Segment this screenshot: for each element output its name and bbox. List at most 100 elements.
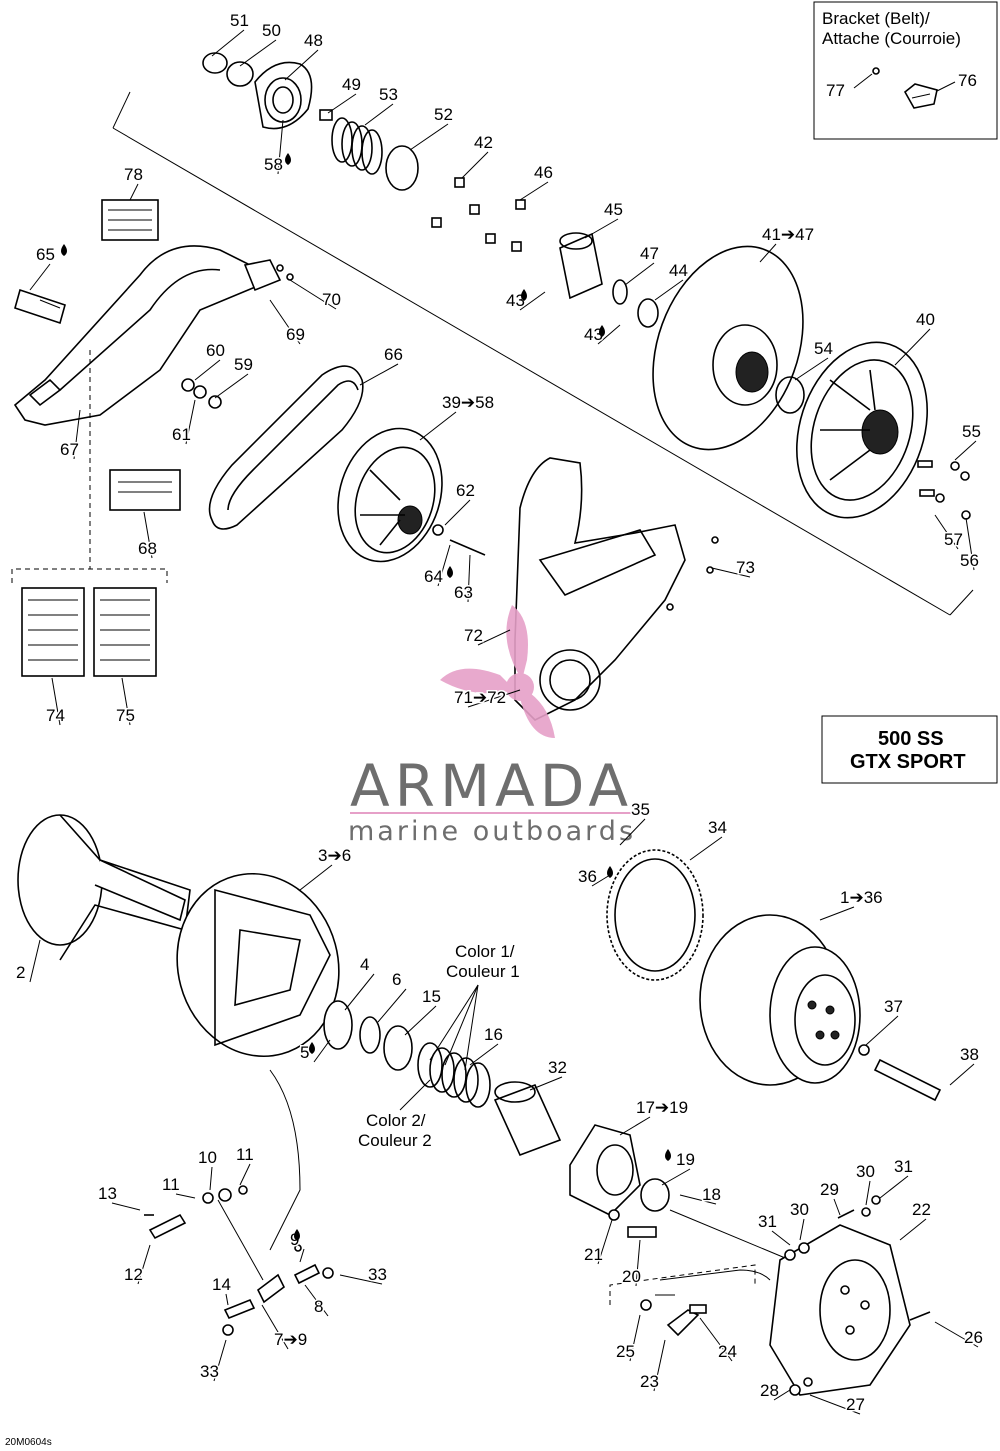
part-label: 58: [264, 155, 283, 174]
part-label: 36: [578, 867, 597, 886]
part-label: 75: [116, 706, 135, 725]
part-label: 54: [814, 339, 833, 358]
part-50: [226, 61, 254, 87]
oil-drop-icon: [447, 566, 453, 578]
bracket-inset: Bracket (Belt)/ Attache (Courroie) 77 76: [813, 1, 998, 140]
part-label: 57: [944, 530, 963, 549]
part-label: 73: [736, 558, 755, 577]
part-label: 12: [124, 1265, 143, 1284]
leader-line: [949, 1063, 975, 1086]
leader-line: [327, 93, 357, 114]
part-label: 52: [434, 105, 453, 124]
part-label: 28: [760, 1381, 779, 1400]
part-label: 74: [46, 706, 65, 725]
leader-line: [894, 328, 931, 366]
oil-drop-icon: [665, 1149, 671, 1161]
model-line-2: GTX SPORT: [850, 751, 966, 773]
part-label: 32: [548, 1058, 567, 1077]
part-38-bolt: [873, 1058, 942, 1102]
part-label: 41➔47: [762, 225, 814, 244]
part-66-belt: [208, 365, 364, 530]
leader-line: [444, 499, 471, 526]
oil-drop-icons: [61, 153, 671, 1241]
part-label: 24: [718, 1342, 737, 1361]
leader-line: [773, 1389, 791, 1401]
leader-line: [653, 1339, 666, 1392]
part-label: 17➔19: [636, 1098, 688, 1117]
leader-line: [51, 677, 61, 726]
part-label: 25: [616, 1342, 635, 1361]
part-label: 15: [422, 987, 441, 1006]
part-label: 4: [360, 955, 369, 974]
part-label: 30: [856, 1162, 875, 1181]
part-label: 61: [172, 425, 191, 444]
leader-line: [269, 299, 301, 345]
leader-line: [799, 1218, 805, 1241]
part-label: 3➔6: [318, 846, 351, 865]
part-7-linkage: [256, 1273, 286, 1304]
leader-line: [404, 1005, 437, 1036]
part-label: 38: [960, 1045, 979, 1064]
color2-line2: Couleur 2: [358, 1131, 432, 1150]
part-label: 21: [584, 1245, 603, 1264]
leader-line: [185, 399, 196, 445]
leader-line: [699, 1317, 733, 1362]
part-label: 56: [960, 551, 979, 570]
leader-line: [865, 1180, 871, 1206]
leader-line: [304, 1284, 329, 1317]
leader-line: [111, 1202, 141, 1211]
leader-line: [934, 514, 959, 550]
leader-line: [469, 1043, 499, 1066]
leader-line: [954, 440, 977, 461]
part-label: 71➔72: [454, 688, 506, 707]
part-label: 53: [379, 85, 398, 104]
part-48: [254, 61, 313, 130]
leader-line: [584, 218, 619, 239]
leader-line: [771, 1230, 791, 1246]
oil-drop-icon: [521, 289, 527, 301]
bracket-title-2: Attache (Courroie): [822, 29, 961, 48]
part-74-decal: [21, 587, 85, 677]
oil-drop-icon: [599, 325, 605, 337]
leader-line: [277, 119, 284, 175]
part-72-housing: [514, 457, 686, 721]
propeller-logo-icon: [440, 605, 555, 738]
leader-line: [529, 1076, 563, 1091]
part-label: 66: [384, 345, 403, 364]
leader-line: [467, 554, 471, 603]
part-label: 59: [234, 355, 253, 374]
part-label: 51: [230, 11, 249, 30]
part-label: 43: [506, 291, 525, 310]
part-44: [637, 298, 659, 328]
leader-line: [261, 1304, 289, 1350]
leader-line: [934, 1321, 979, 1348]
part-label: 37: [884, 997, 903, 1016]
leader-line: [597, 324, 621, 345]
leader-line: [211, 29, 245, 57]
part-label: 22: [912, 1200, 931, 1219]
part-16-spring: [417, 1042, 491, 1108]
model-box: 500 SS GTX SPORT: [821, 715, 998, 784]
leader-line: [73, 409, 81, 460]
part-label: 48: [304, 31, 323, 50]
part-53-spring: [331, 117, 383, 175]
part-22-assembly: [769, 1224, 911, 1396]
leader-line: [619, 1116, 651, 1136]
part-label: 39➔58: [442, 393, 494, 412]
color1-line1: Color 1/: [455, 942, 515, 961]
leader-line: [519, 181, 549, 201]
part-label: 64: [424, 567, 443, 586]
watermark: ARMADA marine outboards: [348, 605, 650, 847]
leader-line: [225, 1293, 229, 1306]
leader-line: [313, 1039, 331, 1063]
leader-line: [29, 939, 41, 983]
part-label: 26: [964, 1328, 983, 1347]
leader-line: [809, 1394, 861, 1415]
leader-line: [284, 49, 319, 81]
watermark-brand: ARMADA: [350, 752, 633, 820]
part-label: 31: [758, 1212, 777, 1231]
part-52: [385, 145, 419, 191]
leader-line: [597, 1219, 613, 1265]
leader-line: [819, 906, 855, 921]
leader-line: [711, 567, 751, 578]
